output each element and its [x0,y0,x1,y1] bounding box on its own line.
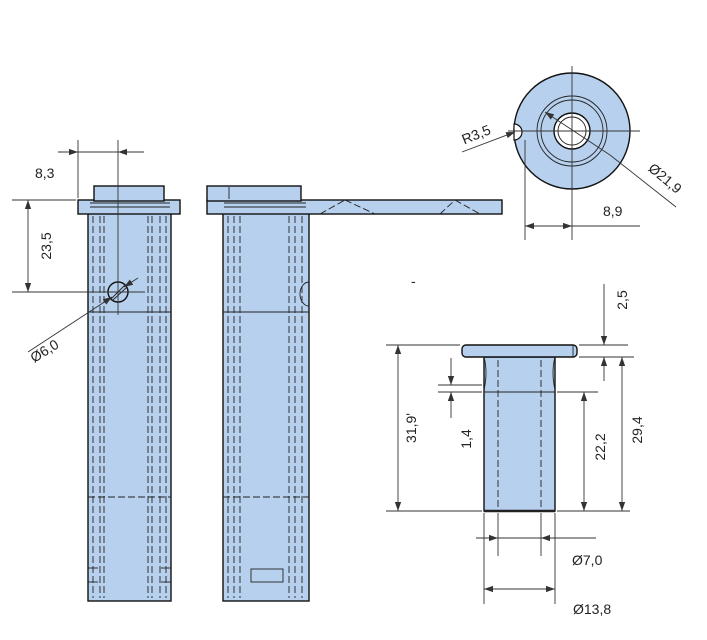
dimension-7-0: Ø7,0 [476,513,603,568]
side-view-body [222,212,310,602]
bushing-body [483,356,556,512]
dimension-22-2: 22,2 [557,391,630,512]
dimension-31-9: 31,9' [386,344,482,512]
dimension-label-31-9: 31,9' [403,413,419,443]
dimension-label-2-5: 2,5 [614,290,630,310]
dimension-label-8-9: 8,9 [603,203,623,219]
dimension-23-5: 23,5 [12,199,108,293]
dimension-8-9: 8,9 [524,140,640,240]
dimension-label-6-0: Ø6,0 [27,336,61,366]
dimension-label-29-4: 29,4 [629,416,645,443]
top-view-notch [513,123,523,141]
front-view [77,140,181,602]
dimension-r3-5: R3,5 [459,121,516,153]
dimension-label-13-8: Ø13,8 [573,601,611,617]
side-view-arm [206,199,503,215]
dimension-label-21-9: Ø21,9 [645,160,685,197]
dimension-label-8-3: 8,3 [35,165,55,181]
bushing-collar [461,344,578,358]
dimension-29-4: 29,4 [579,356,645,511]
dimension-label-7-0: Ø7,0 [572,552,603,568]
dimension-label-1-4: 1,4 [458,429,474,449]
dimension-label-23-5: 23,5 [38,232,54,259]
dimension-13-8: Ø13,8 [483,513,611,617]
top-view [508,66,640,240]
stray-tick: - [411,273,416,289]
front-view-body [87,212,172,602]
bushing-view [461,344,578,513]
dimension-1-4: 1,4 [438,358,482,449]
dimension-8-3: 8,3 [35,140,144,198]
side-view-hidden-lines [223,199,481,598]
side-view [206,185,503,602]
front-view-hidden-lines [88,216,171,598]
side-view-cap [206,185,302,202]
front-view-cap [93,185,165,202]
side-view-slot [250,568,284,583]
dimension-label-r3-5: R3,5 [459,121,493,147]
dimension-label-22-2: 22,2 [592,433,608,460]
